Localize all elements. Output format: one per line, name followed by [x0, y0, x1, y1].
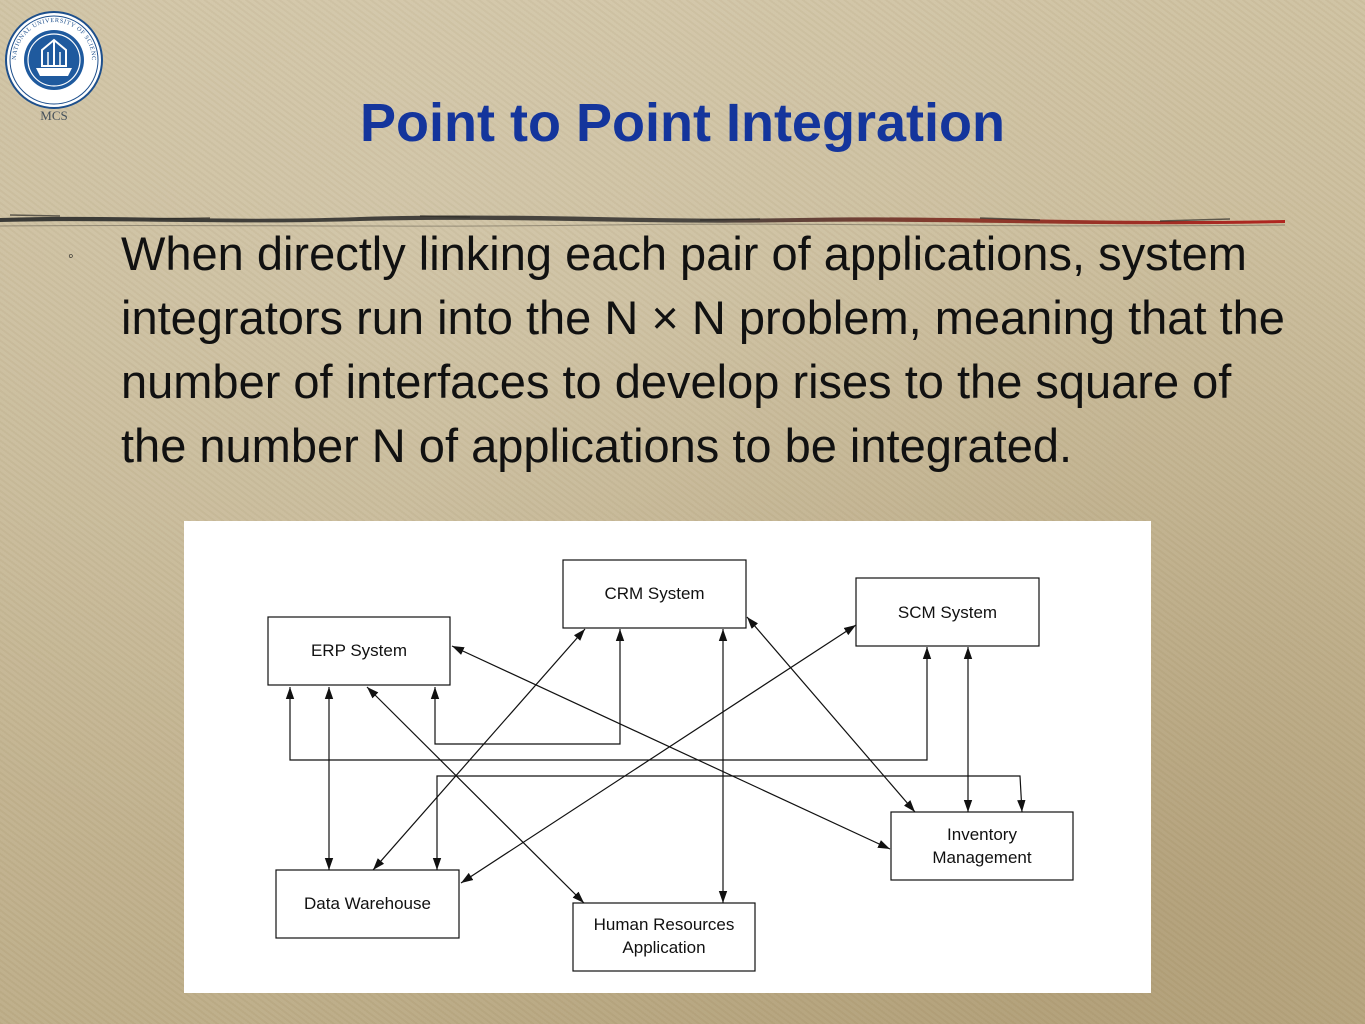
node-scm-system: SCM System: [855, 577, 1040, 647]
node-hr-label-2: Application: [622, 938, 705, 957]
node-erp-label: ERP System: [311, 641, 407, 660]
node-human-resources: Human Resources Application: [572, 902, 756, 972]
university-seal-icon: NATIONAL UNIVERSITY OF SCIENCES & TECHNO…: [1, 5, 103, 109]
integration-diagram: CRM System ERP System SCM System Invento…: [184, 521, 1151, 993]
node-hr-label-1: Human Resources: [594, 915, 735, 934]
connector-scm-warehouse: [460, 624, 857, 884]
node-crm-label: CRM System: [604, 584, 704, 603]
connector-warehouse-inventory: [432, 775, 1026, 870]
node-inventory-label-1: Inventory: [947, 825, 1017, 844]
slide-title: Point to Point Integration: [360, 93, 1005, 153]
node-warehouse-label: Data Warehouse: [304, 894, 431, 913]
university-logo: NATIONAL UNIVERSITY OF SCIENCES & TECHNO…: [1, 5, 104, 130]
node-crm-system: CRM System: [562, 559, 747, 629]
connector-erp-inventory: [451, 645, 891, 850]
diagram-canvas: CRM System ERP System SCM System Invento…: [267, 559, 1074, 972]
node-scm-label: SCM System: [898, 603, 997, 622]
node-inventory-label-2: Management: [932, 848, 1032, 867]
diagram-nodes: CRM System ERP System SCM System Invento…: [267, 559, 1074, 972]
connection-lines: [285, 616, 1026, 904]
logo-caption: MCS: [40, 108, 68, 123]
bullet-marker: ◦: [68, 248, 74, 265]
connector-erp-crm: [430, 629, 625, 745]
node-data-warehouse: Data Warehouse: [275, 869, 460, 939]
node-inventory-management: Inventory Management: [890, 811, 1074, 881]
bullet-text: When directly linking each pair of appli…: [121, 227, 1285, 472]
node-erp-system: ERP System: [267, 616, 451, 686]
decorative-divider: [0, 214, 1285, 227]
